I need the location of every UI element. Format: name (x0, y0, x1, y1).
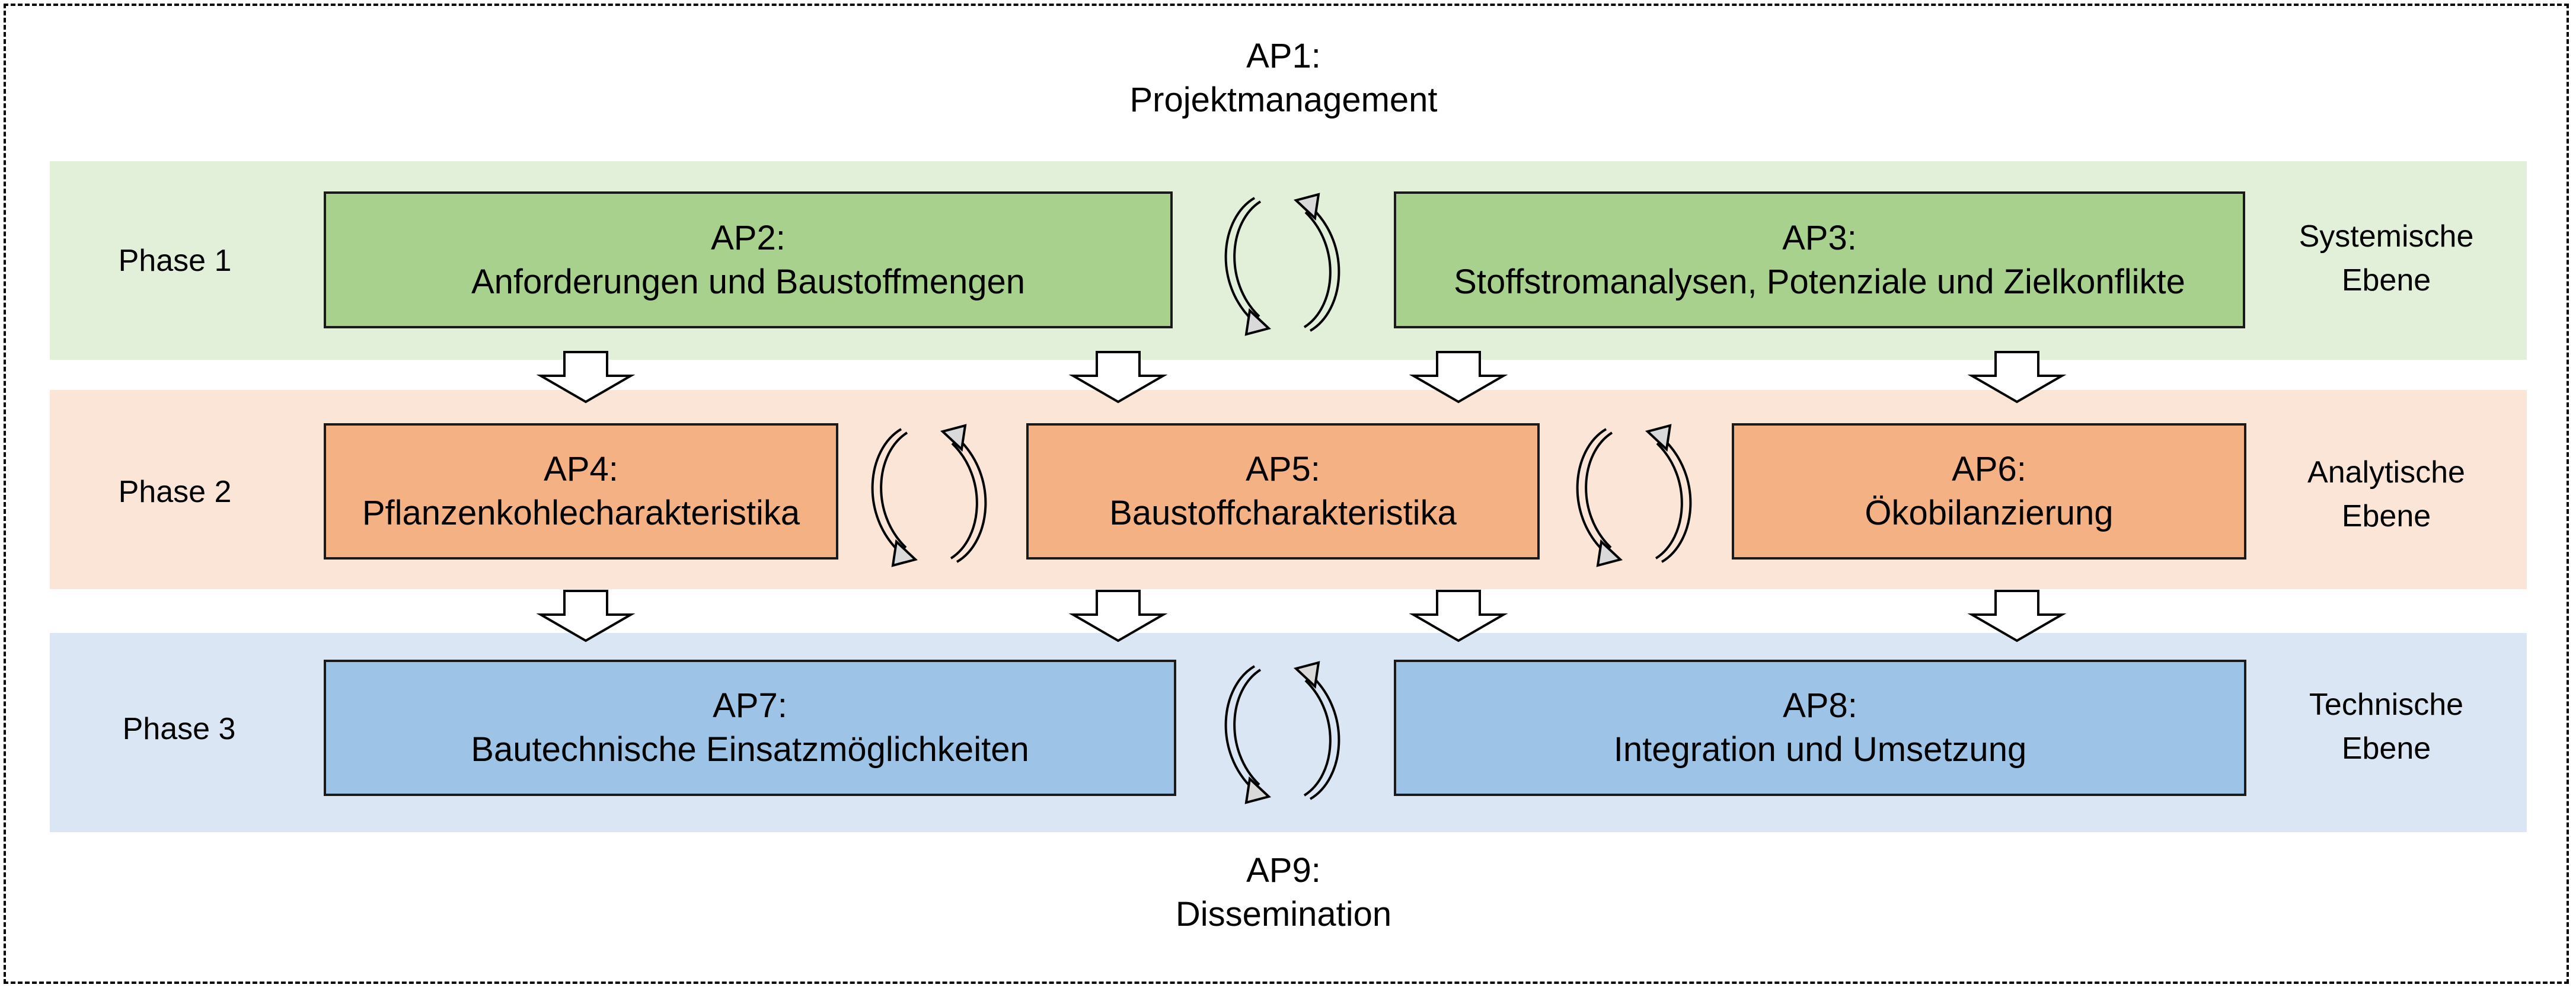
ap1-label: Projektmanagement (1129, 81, 1438, 119)
outer-dashed-frame (4, 4, 2569, 984)
block-down-arrow-icon (1971, 590, 2063, 642)
block-down-arrow-icon (540, 590, 632, 642)
ap6-title: Ökobilanzierung (1865, 494, 2114, 532)
ap5-id: AP5: (1246, 450, 1320, 488)
ap6-box: AP6: Ökobilanzierung (1732, 423, 2246, 560)
level-1-label: Systemische Ebene (2262, 215, 2511, 302)
level-3-label: Technische Ebene (2262, 683, 2511, 771)
block-down-arrow-icon (1412, 590, 1505, 642)
ap8-title: Integration und Umsetzung (1613, 730, 2027, 769)
level-3-line2: Ebene (2341, 731, 2431, 766)
level-2-line2: Ebene (2341, 499, 2431, 533)
ap7-id: AP7: (713, 686, 787, 725)
phase-1-label: Phase 1 (118, 244, 232, 278)
circular-exchange-arrows-icon (871, 424, 987, 567)
circular-exchange-arrows-icon (1224, 661, 1340, 804)
block-down-arrow-icon (540, 351, 632, 403)
ap9-label: Dissemination (1175, 895, 1392, 934)
ap2-id: AP2: (711, 218, 786, 257)
ap3-id: AP3: (1782, 218, 1857, 257)
ap4-title: Pflanzenkohlecharakteristika (362, 494, 800, 532)
ap5-box: AP5: Baustoffcharakteristika (1026, 423, 1540, 560)
level-3-line1: Technische (2309, 688, 2464, 722)
level-1-line1: Systemische (2299, 219, 2474, 254)
ap2-title: Anforderungen und Baustoffmengen (471, 262, 1026, 301)
ap3-title: Stoffstromanalysen, Potenziale und Zielk… (1454, 262, 2185, 301)
circular-exchange-arrows-icon (1576, 424, 1692, 567)
ap7-box: AP7: Bautechnische Einsatzmöglichkeiten (324, 660, 1176, 796)
block-down-arrow-icon (1072, 351, 1164, 403)
ap4-id: AP4: (544, 450, 618, 488)
level-2-line1: Analytische (2307, 455, 2465, 490)
ap7-title: Bautechnische Einsatzmöglichkeiten (471, 730, 1029, 769)
ap8-box: AP8: Integration und Umsetzung (1394, 660, 2246, 796)
ap1-title: AP1: Projektmanagement (987, 34, 1580, 122)
ap5-title: Baustoffcharakteristika (1109, 494, 1457, 532)
circular-exchange-arrows-icon (1224, 193, 1340, 335)
block-down-arrow-icon (1412, 351, 1505, 403)
level-2-label: Analytische Ebene (2262, 450, 2511, 538)
ap1-id: AP1: (1246, 37, 1321, 75)
phase-2-label: Phase 2 (118, 475, 232, 509)
phase-3-label: Phase 3 (122, 712, 236, 746)
level-1-line2: Ebene (2341, 263, 2431, 298)
ap3-box: AP3: Stoffstromanalysen, Potenziale und … (1394, 191, 2245, 328)
ap9-title: AP9: Dissemination (987, 849, 1580, 936)
ap2-box: AP2: Anforderungen und Baustoffmengen (324, 191, 1173, 328)
ap6-id: AP6: (1952, 450, 2026, 488)
block-down-arrow-icon (1072, 590, 1164, 642)
ap8-id: AP8: (1783, 686, 1857, 725)
ap4-box: AP4: Pflanzenkohlecharakteristika (324, 423, 838, 560)
ap9-id: AP9: (1246, 851, 1321, 890)
block-down-arrow-icon (1971, 351, 2063, 403)
